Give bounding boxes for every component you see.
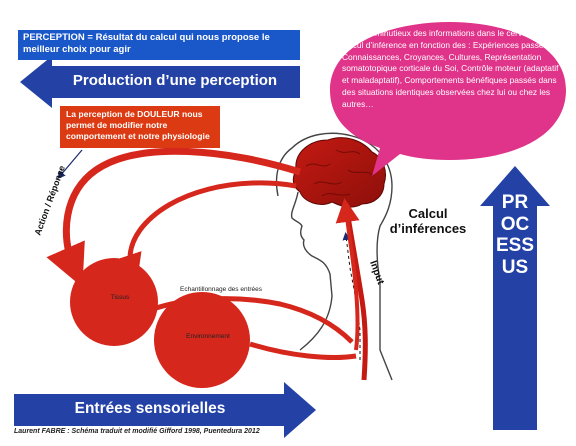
environnement-curve [249,341,357,360]
bubble-text: Examen minutieux des informations dans l… [342,28,559,109]
action-reponse-label: Action / Réponse [32,164,67,237]
brain [292,137,386,208]
entrees-sensorielles-label: Entrées sensorielles [74,400,226,417]
douleur-pointer [57,149,83,180]
production-label: Production d’une perception [72,72,278,89]
tissus-label: Tissus [110,294,130,301]
echantillonnage-label: Echantillonnage des entrées [180,286,263,293]
credit-line: Laurent FABRE : Schéma traduit et modifi… [14,428,260,435]
environnement-circle [154,292,250,388]
thought-bubble [330,22,566,176]
calcul-inferences-label: Calcul d’inférences [389,206,467,236]
inner-return-curve [113,180,297,285]
action-reponse-curve [46,147,302,288]
environnement-label: Environnement [186,333,230,340]
tissus-circle [70,258,158,346]
production-arrow [20,56,300,108]
input-red-path [335,198,360,351]
processus-label: PROCESSUS [495,192,535,278]
input-label: Input [367,259,386,286]
perception-box: PERCEPTION = Résultat du calcul qui nous… [18,30,300,60]
brain-folds [305,149,375,197]
processus-arrow [480,166,550,430]
douleur-box: La perception de DOULEUR nous permet de … [60,106,220,148]
entrees-sensorielles-arrow [14,382,316,438]
